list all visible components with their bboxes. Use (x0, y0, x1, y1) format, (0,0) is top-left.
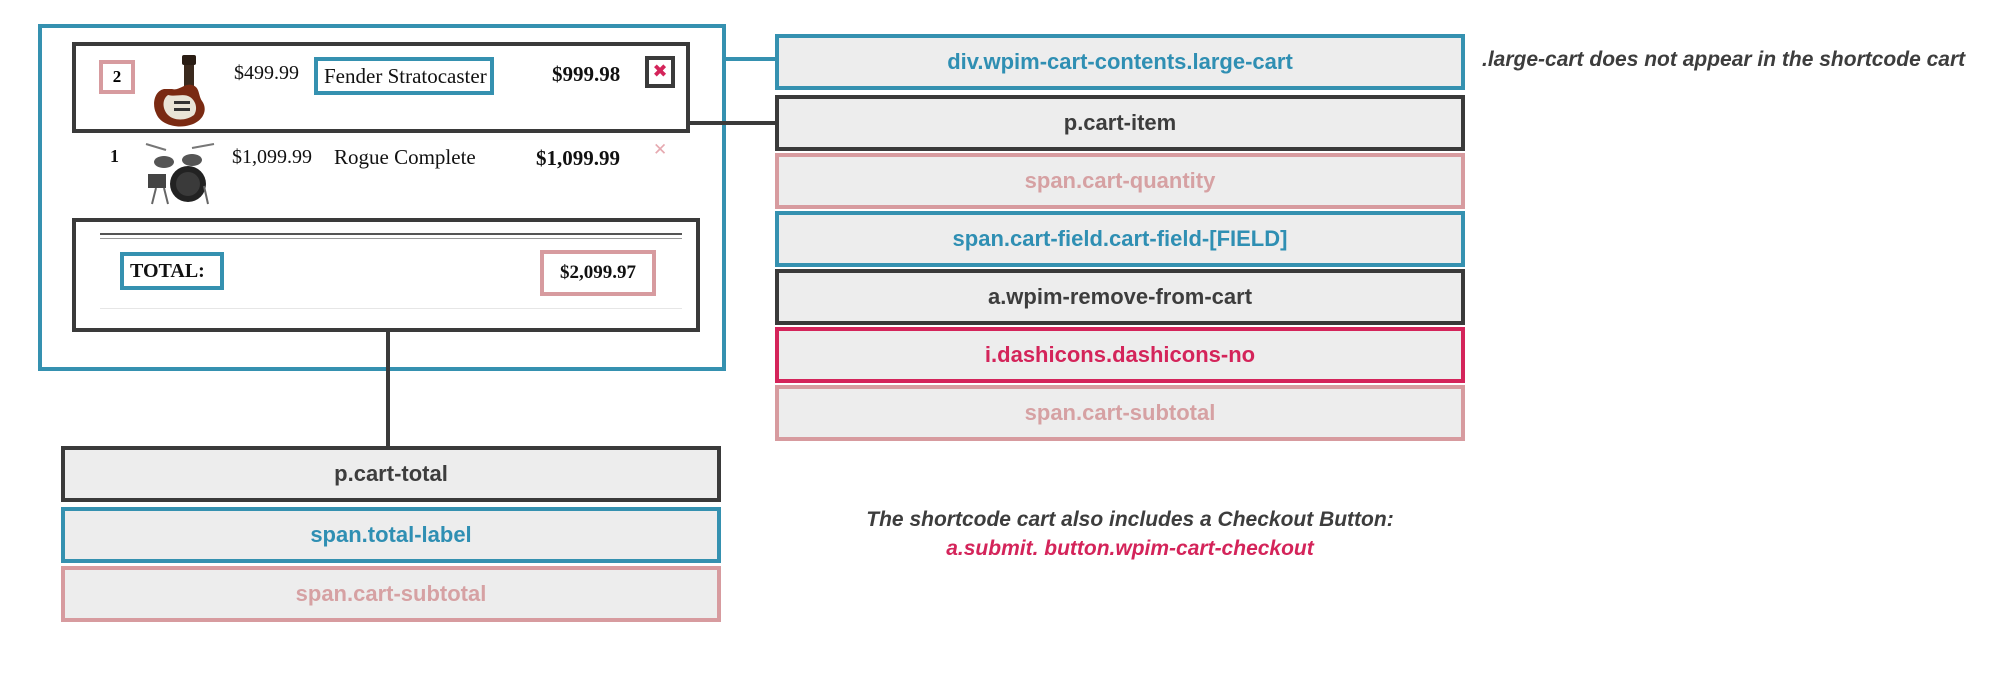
label-cart-total-text: p.cart-total (334, 461, 448, 486)
divider (100, 233, 682, 235)
cart-field-price: $1,099.99 (232, 146, 312, 168)
cart-total-subtotal: $2,099.97 (540, 250, 656, 296)
cart-field-name-text: Fender Stratocaster (324, 63, 487, 88)
cart-subtotal: $1,099.99 (536, 146, 620, 170)
note-checkout-line2: a.submit. button.wpim-cart-checkout (946, 537, 1314, 560)
close-icon[interactable]: ✕ (653, 140, 668, 160)
remove-from-cart-link[interactable]: ✖ (645, 56, 675, 88)
connector-line (690, 121, 776, 125)
label-remove-icon-text: i.dashicons.dashicons-no (984, 342, 1256, 367)
total-label-text: TOTAL: (130, 259, 205, 282)
total-label: TOTAL: (120, 252, 224, 290)
cart-field-price: $499.99 (234, 62, 299, 84)
label-cart-quantity: span.cart-quantity (775, 153, 1465, 209)
note-large-cart: .large-cart does not appear in the short… (1482, 48, 1966, 71)
label-cart-field: span.cart-field.cart-field-[FIELD] (775, 211, 1465, 267)
label-cart-subtotal: span.cart-subtotal (775, 385, 1465, 441)
divider (100, 308, 682, 309)
close-icon: ✖ (652, 61, 668, 82)
cart-total-outline (72, 218, 700, 332)
label-remove-link-text: a.wpim-remove-from-cart (987, 284, 1253, 309)
label-total-subtotal: span.cart-subtotal (61, 566, 721, 622)
cart-quantity-value: 1 (110, 146, 119, 166)
connector-line (386, 332, 390, 448)
drum-kit-image (142, 140, 216, 206)
note-checkout-line1: The shortcode cart also includes a Check… (866, 508, 1394, 531)
cart-container-outline (38, 24, 726, 371)
label-cart-quantity-text: span.cart-quantity (1024, 168, 1216, 193)
label-cart-item-text: p.cart-item (1063, 110, 1177, 135)
label-total-label: span.total-label (61, 507, 721, 563)
cart-quantity: 2 (99, 60, 135, 94)
cart-field-name: Rogue Complete (334, 145, 476, 169)
label-cart-subtotal-text: span.cart-subtotal (1024, 400, 1216, 425)
label-cart-field-text: span.cart-field.cart-field-[FIELD] (952, 226, 1288, 251)
guitar-image (144, 55, 216, 131)
divider (100, 238, 682, 239)
label-container: div.wpim-cart-contents.large-cart (775, 34, 1465, 90)
label-total-label-text: span.total-label (310, 522, 472, 547)
label-remove-icon: i.dashicons.dashicons-no (775, 327, 1465, 383)
label-cart-item: p.cart-item (775, 95, 1465, 151)
cart-quantity-value: 2 (112, 67, 122, 86)
label-remove-link: a.wpim-remove-from-cart (775, 269, 1465, 325)
label-total-subtotal-text: span.cart-subtotal (295, 581, 487, 606)
cart-item-outline (72, 42, 690, 133)
cart-field-name: Fender Stratocaster (314, 57, 494, 95)
connector-line (726, 57, 776, 61)
label-container-text: div.wpim-cart-contents.large-cart (947, 49, 1293, 74)
label-cart-total: p.cart-total (61, 446, 721, 502)
cart-subtotal: $999.98 (552, 62, 621, 86)
cart-total-value: $2,099.97 (560, 262, 636, 283)
